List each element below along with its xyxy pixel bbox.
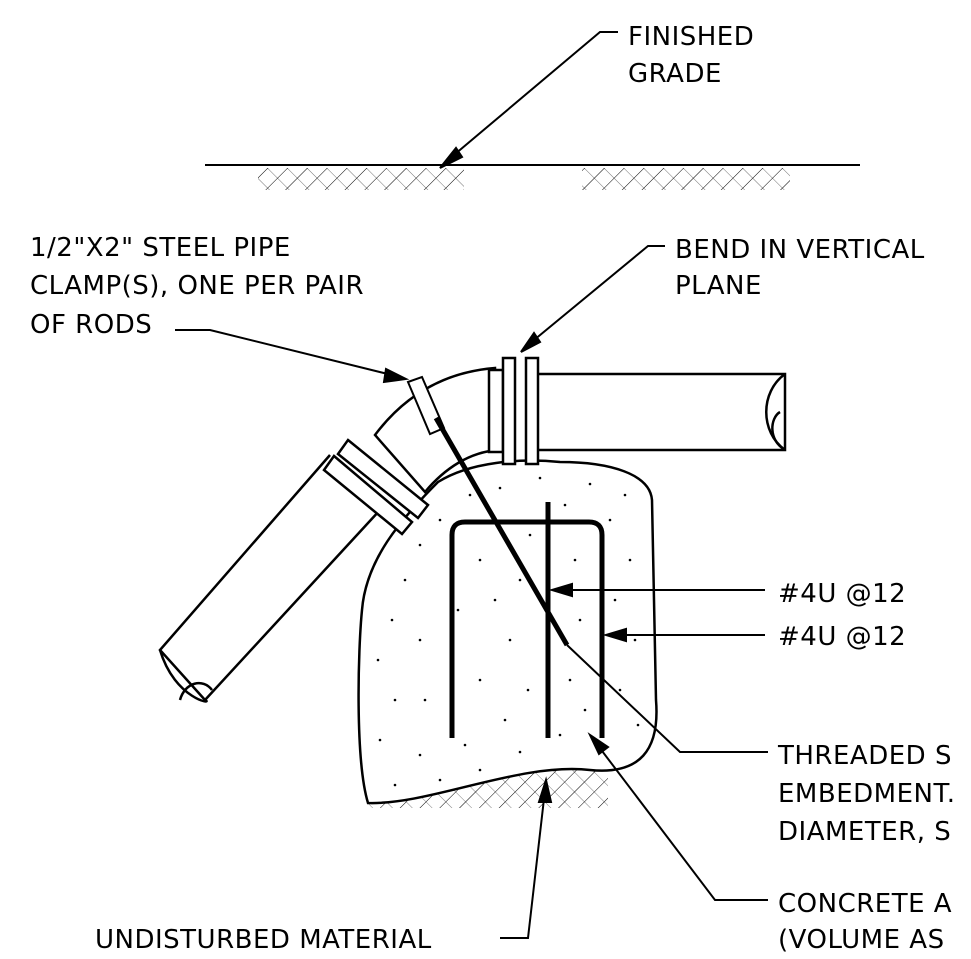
concrete-thrust-block: [357, 459, 658, 805]
label-pipe-clamp-2: CLAMP(S), ONE PER PAIR: [30, 271, 364, 301]
label-bend-1: BEND IN VERTICAL: [675, 235, 925, 265]
label-pipe-clamp-3: OF RODS: [30, 310, 152, 340]
label-concrete-2: (VOLUME AS: [778, 925, 945, 955]
label-pipe-clamp-1: 1/2"X2" STEEL PIPE: [30, 233, 291, 263]
label-rebar-1: #4U @12: [778, 579, 906, 609]
label-rebar-2: #4U @12: [778, 622, 906, 652]
leader-undisturbed: [500, 776, 553, 939]
label-threaded-2: EMBEDMENT.: [778, 779, 956, 809]
leader-bend: [520, 245, 665, 353]
leader-rebar-2: [602, 627, 765, 643]
leader-threaded-rod: [566, 644, 768, 753]
label-finished-grade-2: GRADE: [628, 59, 722, 89]
u-bar-outer: [449, 519, 605, 738]
label-concrete-1: CONCRETE A: [778, 889, 952, 919]
leader-concrete: [587, 732, 768, 901]
label-threaded-1: THREADED S: [777, 741, 952, 771]
leader-pipe-clamp: [175, 329, 410, 384]
label-threaded-3: DIAMETER, S: [778, 817, 951, 847]
flange-horizontal: [487, 356, 540, 466]
flange-inclined: [322, 438, 430, 536]
label-undisturbed: UNDISTURBED MATERIAL: [95, 925, 432, 955]
grade-hatch-left: [258, 168, 464, 190]
label-finished-grade-1: FINISHED: [628, 22, 754, 52]
inclined-pipe: [158, 454, 381, 703]
grade-hatch-right: [582, 168, 790, 190]
leader-finished-grade: [439, 31, 618, 169]
threaded-steel-rod: [433, 416, 570, 647]
horizontal-pipe: [535, 372, 787, 452]
leader-rebar-1: [548, 582, 765, 598]
concrete-stipple: [376, 476, 640, 787]
label-bend-2: PLANE: [675, 271, 762, 301]
